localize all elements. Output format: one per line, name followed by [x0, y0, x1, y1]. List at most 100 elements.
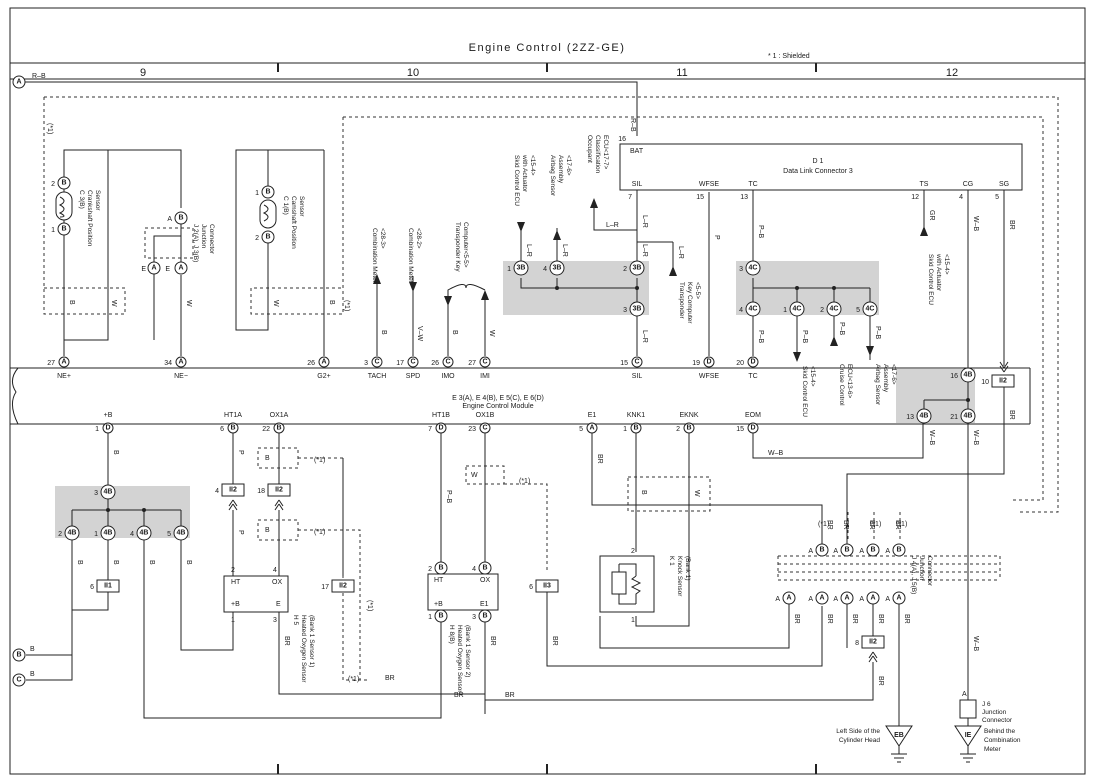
ref-skid-low: Skid Control ECU <15-4>	[801, 366, 816, 417]
svg-text:W: W	[471, 472, 478, 479]
ecm-top-pin-3: A 26 G2+	[307, 150, 331, 380]
svg-text:BAT: BAT	[630, 148, 644, 155]
svg-text:L–R: L–R	[606, 222, 619, 229]
svg-text:18: 18	[257, 488, 265, 495]
svg-text:2: 2	[231, 567, 235, 574]
shield-junction-dashed	[144, 227, 194, 259]
ref-occupant: Occupant Classification ECU<17-7>	[586, 135, 609, 174]
svg-text:4B: 4B	[68, 530, 77, 537]
ecm-code: E 3(A), E 4(B), E 5(C), E 6(D)	[452, 395, 544, 402]
svg-text:A: A	[896, 595, 901, 602]
svg-text:Behind the: Behind the	[984, 728, 1015, 735]
svg-text:A: A	[589, 425, 594, 432]
svg-text:P–B: P–B	[801, 330, 808, 344]
svg-text:(*1): (*1)	[348, 676, 359, 683]
ref-comb-meter-spd: Combination Meter <28-2> V–W	[407, 228, 423, 342]
ground-eb: EB Left Side of the Cylinder Head	[836, 725, 913, 763]
svg-text:<15-4>: <15-4>	[529, 155, 536, 176]
svg-text:B: B	[112, 450, 119, 455]
crank-sensor: B 2 B 1 C 3(B) Crankshaft Position Senso…	[51, 149, 117, 341]
shield-cam-dashed	[250, 117, 344, 315]
svg-text:L–R: L–R	[641, 215, 648, 228]
svg-text:4B: 4B	[104, 489, 113, 496]
svg-text:B: B	[265, 527, 270, 534]
svg-text:4B: 4B	[964, 413, 973, 420]
ground-ie: IE Behind the Combination Meter	[954, 725, 1021, 763]
svg-text:4B: 4B	[964, 372, 973, 379]
svg-text:D: D	[706, 359, 711, 366]
ref-cruise-low: Cruise Control ECU<13-6>	[838, 364, 853, 406]
knock-sensor: B W 2 1 K 1 Knock Sensor (Bank 1)	[599, 490, 700, 624]
ts-wiring: GR	[920, 190, 935, 236]
svg-text:8: 8	[855, 640, 859, 647]
svg-text:OX: OX	[272, 579, 282, 586]
svg-text:1: 1	[631, 617, 635, 624]
svg-text:B: B	[328, 300, 335, 305]
svg-text:34: 34	[164, 360, 172, 367]
svg-text:BR: BR	[842, 520, 849, 530]
svg-text:6: 6	[90, 584, 94, 591]
svg-text:13: 13	[740, 194, 748, 201]
svg-text:4C: 4C	[749, 306, 758, 313]
svg-text:Assembly: Assembly	[557, 155, 564, 184]
svg-text:<17-6>: <17-6>	[890, 364, 897, 385]
svg-text:W: W	[693, 490, 700, 497]
svg-text:20: 20	[736, 360, 744, 367]
junction-j2: B A A A E E J 2(A), J 3(B) Junction Conn…	[108, 149, 215, 340]
ref-transponder-mid: Transponder Key Computer <5-5>	[678, 282, 701, 324]
svg-text:Meter: Meter	[984, 746, 1001, 753]
svg-text:BR: BR	[385, 675, 395, 682]
svg-text:15: 15	[736, 426, 744, 433]
svg-text:6: 6	[220, 426, 224, 433]
svg-text:1: 1	[623, 426, 627, 433]
svg-text:4: 4	[543, 266, 547, 273]
svg-text:BR: BR	[826, 614, 833, 624]
svg-text:B: B	[265, 189, 270, 196]
svg-text:WFSE: WFSE	[699, 373, 720, 380]
svg-text:Data Link Connector 3: Data Link Connector 3	[783, 168, 853, 175]
svg-text:Skid Control ECU: Skid Control ECU	[801, 366, 808, 417]
svg-text:2: 2	[428, 566, 432, 573]
svg-text:16: 16	[950, 373, 958, 380]
svg-text:L–R: L–R	[525, 244, 532, 257]
svg-text:<28-2>: <28-2>	[415, 228, 422, 249]
svg-text:BR: BR	[826, 520, 833, 530]
svg-text:with Actuator: with Actuator	[935, 253, 942, 292]
svg-text:II2: II2	[275, 487, 283, 494]
svg-text:IMI: IMI	[480, 373, 490, 380]
svg-text:W–B: W–B	[928, 430, 935, 446]
svg-text:B: B	[870, 547, 875, 554]
svg-text:P–B: P–B	[874, 326, 881, 340]
svg-text:Junction: Junction	[982, 709, 1007, 716]
svg-text:A: A	[808, 548, 813, 555]
svg-text:(*1): (*1)	[314, 457, 325, 464]
svg-text:4: 4	[215, 488, 219, 495]
svg-text:WFSE: WFSE	[699, 181, 720, 188]
svg-text:1: 1	[51, 227, 55, 234]
svg-text:IE: IE	[965, 732, 972, 739]
svg-text:Transponder: Transponder	[678, 282, 685, 319]
svg-text:5: 5	[995, 194, 999, 201]
svg-text:22: 22	[262, 426, 270, 433]
svg-text:4: 4	[273, 567, 277, 574]
svg-text:1: 1	[783, 307, 787, 314]
svg-text:E1: E1	[588, 412, 597, 419]
svg-text:3: 3	[94, 490, 98, 497]
svg-text:W–B: W–B	[768, 450, 784, 457]
svg-text:Combination Meter: Combination Meter	[407, 228, 414, 284]
svg-text:B: B	[230, 425, 235, 432]
svg-text:P–B: P–B	[445, 490, 452, 504]
shield-crank-dashed	[43, 97, 126, 315]
svg-text:3: 3	[273, 617, 277, 624]
svg-text:D: D	[438, 425, 443, 432]
column-12: 12	[946, 67, 958, 79]
shield-ox1b-line	[504, 483, 548, 570]
svg-text:Junction: Junction	[200, 224, 207, 249]
svg-text:BR: BR	[551, 636, 558, 646]
svg-text:B: B	[76, 560, 83, 565]
svg-text:D: D	[105, 425, 110, 432]
svg-text:ECU<13-6>: ECU<13-6>	[846, 364, 853, 399]
svg-text:B: B	[185, 560, 192, 565]
svg-text:C 3(B): C 3(B)	[78, 190, 85, 209]
svg-text:II2: II2	[869, 639, 877, 646]
